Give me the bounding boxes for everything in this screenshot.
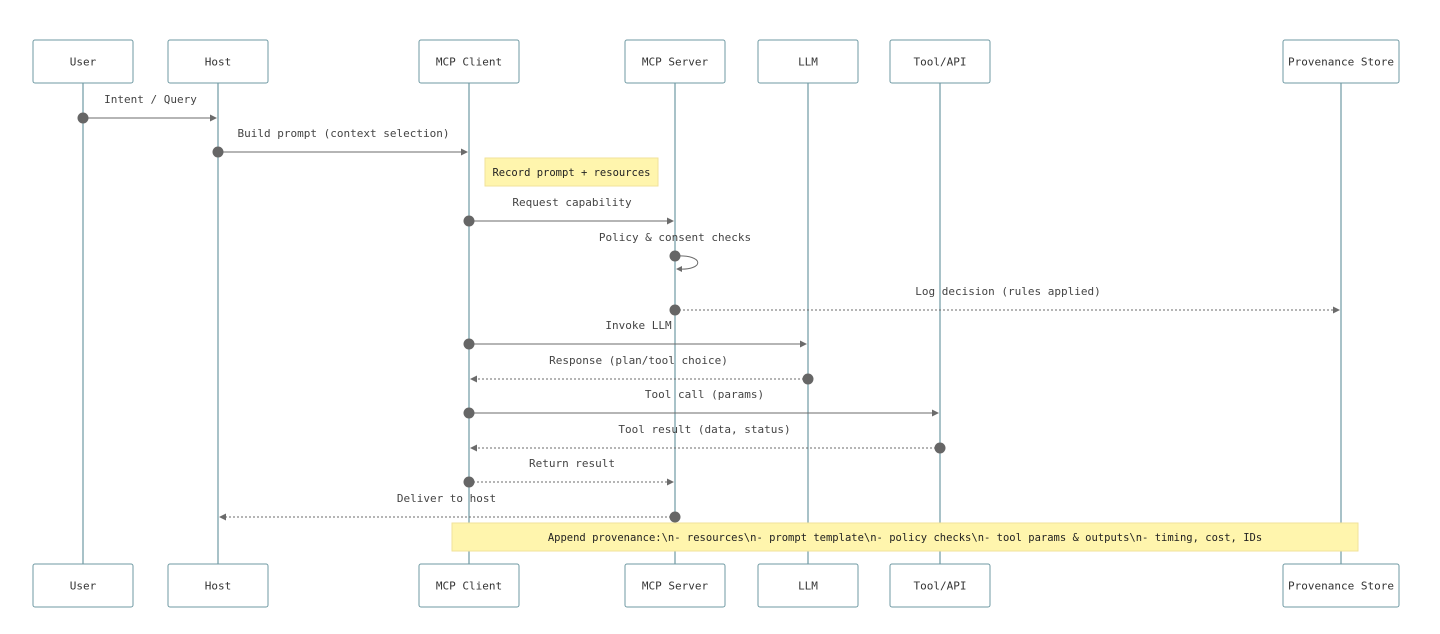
actor-box: [418, 563, 520, 608]
message-1: Intent / Query: [77, 93, 217, 124]
actor-tool-api-top[interactable]: Tool/API: [889, 39, 991, 84]
actor-label: User: [70, 580, 97, 593]
message-origin-dot: [934, 442, 946, 454]
actor-llm-bottom[interactable]: LLM: [757, 563, 859, 608]
actor-user-bottom[interactable]: User: [32, 563, 134, 608]
message-11: Deliver to host: [219, 492, 681, 523]
arrowhead: [470, 444, 477, 452]
message-6: Invoke LLM: [463, 319, 807, 350]
message-10: Return result: [463, 457, 674, 488]
message-origin-dot: [669, 250, 681, 262]
actor-mcp-server-bottom[interactable]: MCP Server: [624, 563, 726, 608]
arrowhead: [1333, 306, 1340, 314]
message-2: Build prompt (context selection): [212, 127, 468, 158]
message-origin-dot: [463, 407, 475, 419]
actor-label: Provenance Store: [1288, 56, 1394, 69]
actor-host-bottom[interactable]: Host: [167, 563, 269, 608]
actor-llm-top[interactable]: LLM: [757, 39, 859, 84]
message-8: Tool call (params): [463, 388, 939, 419]
arrowhead: [461, 148, 468, 156]
message-label: Invoke LLM: [605, 319, 672, 332]
arrowhead: [932, 409, 939, 417]
message-label: Tool result (data, status): [618, 423, 790, 436]
message-origin-dot: [463, 476, 475, 488]
actor-label: Provenance Store: [1288, 580, 1394, 593]
actor-box: [418, 39, 520, 84]
note-text: Record prompt + resources: [492, 167, 650, 179]
actor-box: [624, 39, 726, 84]
message-label: Deliver to host: [397, 492, 496, 505]
note-box: [451, 522, 1359, 552]
note-box: [484, 157, 659, 187]
message-label: Intent / Query: [104, 93, 197, 106]
arrowhead: [676, 266, 682, 272]
actor-host-top[interactable]: Host: [167, 39, 269, 84]
message-label: Request capability: [512, 196, 632, 209]
actor-label: MCP Client: [436, 56, 502, 69]
message-origin-dot: [212, 146, 224, 158]
actor-mcp-server-top[interactable]: MCP Server: [624, 39, 726, 84]
actor-label: Host: [205, 580, 232, 593]
actor-label: MCP Server: [642, 56, 709, 69]
message-line: [674, 255, 699, 270]
actor-box: [1282, 563, 1400, 608]
note-record: Record prompt + resources: [484, 157, 659, 187]
arrowhead: [667, 217, 674, 225]
message-label: Response (plan/tool choice): [549, 354, 728, 367]
message-7: Response (plan/tool choice): [470, 354, 814, 385]
actor-provenance-store-bottom[interactable]: Provenance Store: [1282, 563, 1400, 608]
arrowhead: [667, 478, 674, 486]
actor-box: [624, 563, 726, 608]
actor-box: [757, 39, 859, 84]
message-label: Policy & consent checks: [599, 231, 751, 244]
message-3: Request capability: [463, 196, 674, 227]
message-label: Build prompt (context selection): [238, 127, 450, 140]
arrowhead: [800, 340, 807, 348]
actor-label: LLM: [798, 580, 818, 593]
message-origin-dot: [802, 373, 814, 385]
message-label: Tool call (params): [645, 388, 764, 401]
actor-box: [167, 563, 269, 608]
message-5: Log decision (rules applied): [669, 285, 1340, 316]
message-origin-dot: [463, 215, 475, 227]
actor-mcp-client-top[interactable]: MCP Client: [418, 39, 520, 84]
actor-label: User: [70, 56, 97, 69]
actor-label: Host: [205, 56, 232, 69]
message-label: Log decision (rules applied): [915, 285, 1100, 298]
actors-bottom: User Host MCP Client MCP Server LLM Tool/API P…: [32, 563, 1400, 608]
actor-mcp-client-bottom[interactable]: MCP Client: [418, 563, 520, 608]
actor-label: Tool/API: [914, 56, 967, 69]
actor-label: Tool/API: [914, 580, 967, 593]
actor-tool-api-bottom[interactable]: Tool/API: [889, 563, 991, 608]
actor-box: [757, 563, 859, 608]
message-origin-dot: [77, 112, 89, 124]
arrowhead: [210, 114, 217, 122]
note-text: Append provenance:\n- resources\n- promp…: [548, 532, 1262, 544]
actor-box: [889, 563, 991, 608]
actor-label: LLM: [798, 56, 818, 69]
message-origin-dot: [669, 304, 681, 316]
actor-label: MCP Server: [642, 580, 709, 593]
arrowhead: [470, 375, 477, 383]
actors-top: User Host MCP Client MCP Server LLM Tool/API P…: [32, 39, 1400, 84]
actor-provenance-store-top[interactable]: Provenance Store: [1282, 39, 1400, 84]
arrowhead: [219, 513, 226, 521]
actor-user-top[interactable]: User: [32, 39, 134, 84]
message-origin-dot: [669, 511, 681, 523]
actor-box: [1282, 39, 1400, 84]
message-label: Return result: [529, 457, 615, 470]
message-9: Tool result (data, status): [470, 423, 946, 454]
message-origin-dot: [463, 338, 475, 350]
actor-box: [32, 39, 134, 84]
actor-box: [32, 563, 134, 608]
actor-box: [889, 39, 991, 84]
note-append: Append provenance:\n- resources\n- promp…: [451, 522, 1359, 552]
actor-label: MCP Client: [436, 580, 502, 593]
message-4: Policy & consent checks: [599, 231, 751, 272]
lifelines: [82, 83, 1342, 564]
actor-box: [167, 39, 269, 84]
